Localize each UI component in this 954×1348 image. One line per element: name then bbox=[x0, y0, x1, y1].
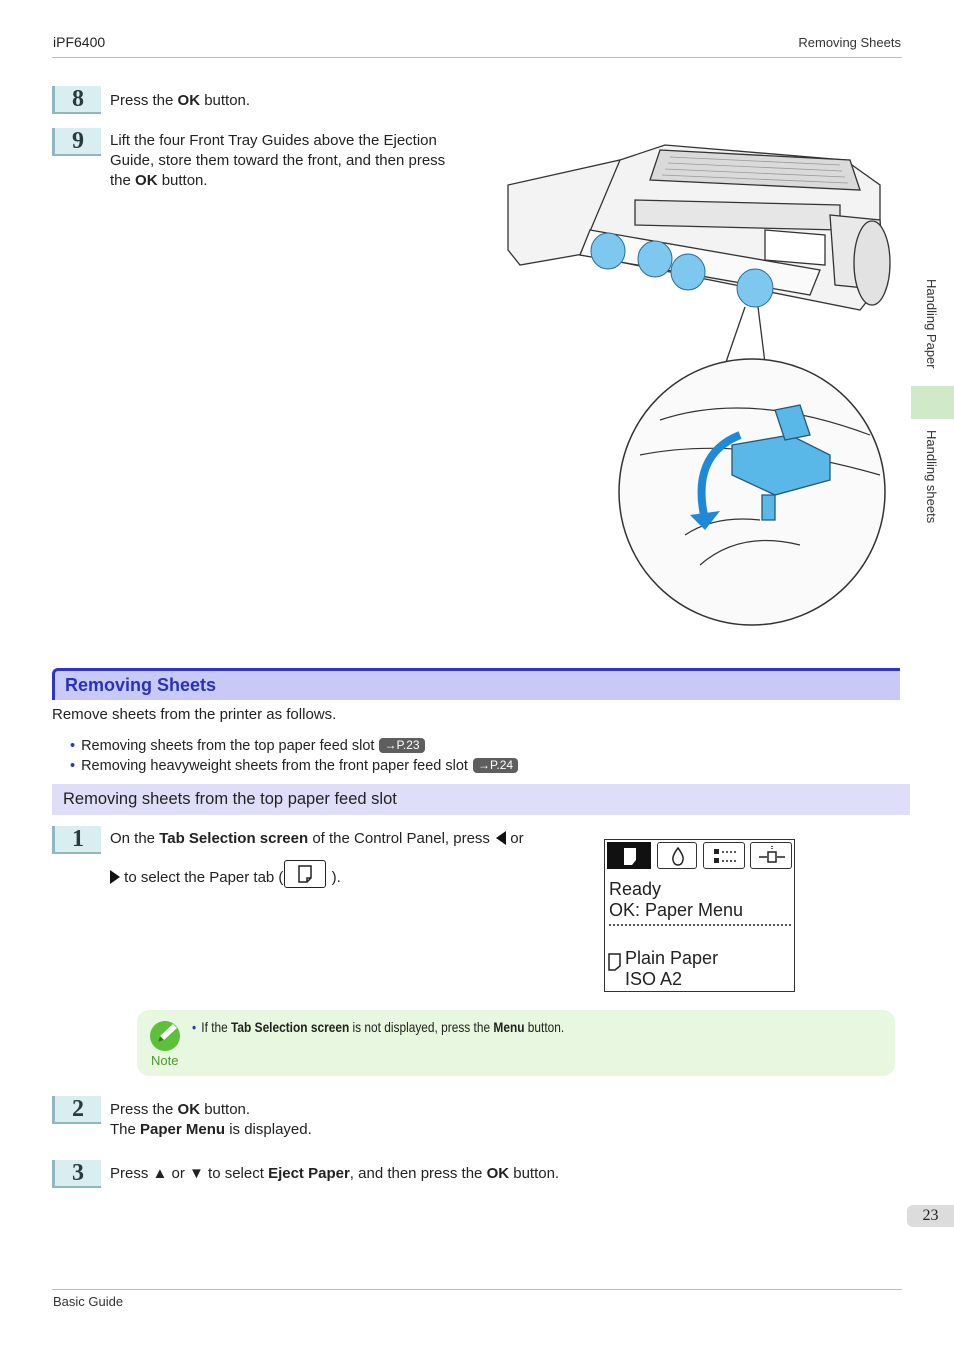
note-text: •If the Tab Selection screen is not disp… bbox=[192, 1019, 564, 1035]
section-title: Removing Sheets bbox=[65, 675, 217, 695]
panel-ok-hint: OK: Paper Menu bbox=[609, 900, 744, 920]
sidebar-chapter[interactable]: Handling Paper bbox=[924, 279, 939, 369]
note-pencil-icon bbox=[149, 1018, 185, 1059]
bullet-dot-icon: • bbox=[192, 1019, 197, 1035]
note-menu: Menu bbox=[493, 1019, 525, 1035]
bullet-text: Removing sheets from the top paper feed … bbox=[81, 738, 375, 754]
step-9-line-3-a: the bbox=[110, 172, 136, 189]
adjust-icon[interactable] bbox=[750, 842, 792, 869]
step-2-ok: OK bbox=[177, 1101, 201, 1118]
bullet-item: • Removing sheets from the top paper feed… bbox=[70, 738, 425, 754]
subsection-title: Removing sheets from the top paper feed … bbox=[63, 790, 397, 808]
panel-media-type: Plain Paper bbox=[625, 948, 719, 968]
step-9-text: Lift the four Front Tray Guides above th… bbox=[110, 131, 490, 191]
footer-divider bbox=[52, 1289, 902, 1290]
settings-list-icon[interactable] bbox=[703, 842, 745, 869]
step-1-text-f: ). bbox=[327, 869, 341, 886]
step-2-paper-menu: Paper Menu bbox=[140, 1121, 226, 1138]
step-1-text-a: On the bbox=[110, 830, 160, 847]
step-2-l2a: The bbox=[110, 1121, 141, 1138]
note-box bbox=[137, 1010, 895, 1076]
bullet-item: • Removing heavyweight sheets from the fr… bbox=[70, 758, 519, 774]
subsection-heading-bar bbox=[52, 784, 910, 815]
step-2-l1c: button. bbox=[200, 1101, 251, 1118]
step-1-text-d: or bbox=[506, 830, 524, 847]
step-3-text-a: Press ▲ or ▼ to select bbox=[110, 1165, 269, 1182]
section-heading-bar bbox=[52, 668, 900, 700]
step-3-text: Press ▲ or ▼ to select Eject Paper, and … bbox=[110, 1164, 559, 1184]
step-1-number: 1 bbox=[52, 826, 101, 854]
step-3-text-c: , and then press the bbox=[349, 1165, 487, 1182]
sidebar-topic[interactable]: Handling sheets bbox=[924, 430, 939, 524]
step-8-text-b: button. bbox=[200, 92, 251, 109]
step-8-number: 8 bbox=[52, 86, 101, 114]
paper-tab-icon bbox=[284, 860, 327, 888]
note-text-a: If the bbox=[201, 1019, 232, 1035]
sidebar-current-marker bbox=[911, 386, 954, 419]
panel-paper-size: ISO A2 bbox=[625, 969, 683, 989]
left-arrow-icon bbox=[496, 831, 507, 845]
step-9-line-3-b: button. bbox=[157, 172, 208, 189]
step-1-text-c: of the Control Panel, press bbox=[308, 830, 495, 847]
panel-divider bbox=[609, 924, 791, 926]
page-number: 23 bbox=[907, 1205, 954, 1227]
ink-drop-icon[interactable] bbox=[657, 842, 697, 869]
step-3-number: 3 bbox=[52, 1160, 101, 1188]
step-1-tab-selection: Tab Selection screen bbox=[159, 830, 309, 847]
step-8-text: Press the OK button. bbox=[110, 91, 250, 111]
step-9-line-2: Guide, store them toward the front, and … bbox=[110, 152, 446, 169]
step-2-number: 2 bbox=[52, 1096, 101, 1124]
bullet-text: Removing heavyweight sheets from the fro… bbox=[81, 758, 468, 774]
step-9-number: 9 bbox=[52, 128, 101, 156]
step-1-line-2: to select the Paper tab ( ). bbox=[110, 860, 341, 888]
header-divider bbox=[52, 57, 902, 58]
step-2-text: Press the OK button. The Paper Menu is d… bbox=[110, 1100, 312, 1140]
step-9-line-1: Lift the four Front Tray Guides above th… bbox=[110, 132, 437, 149]
step-1-text-e: to select the Paper tab ( bbox=[120, 869, 284, 886]
note-tab-selection: Tab Selection screen bbox=[231, 1019, 350, 1035]
step-8-ok: OK bbox=[177, 92, 201, 109]
panel-status: Ready bbox=[609, 879, 662, 899]
paper-sheet-icon bbox=[607, 952, 623, 977]
note-text-c: is not displayed, press the bbox=[349, 1019, 494, 1035]
page-ref-link[interactable]: →P.23 bbox=[379, 738, 425, 753]
step-1-line-1: On the Tab Selection screen of the Contr… bbox=[110, 829, 524, 849]
step-9-ok: OK bbox=[135, 172, 158, 189]
bullet-dot-icon: • bbox=[70, 738, 76, 754]
step-9-line-3: the OK button. bbox=[110, 171, 490, 191]
footer-guide-name: Basic Guide bbox=[53, 1294, 124, 1309]
step-3-eject-paper: Eject Paper bbox=[268, 1165, 350, 1182]
page-ref-link[interactable]: →P.24 bbox=[472, 758, 519, 773]
section-intro: Remove sheets from the printer as follow… bbox=[52, 706, 337, 723]
note-text-e: button. bbox=[524, 1019, 565, 1035]
step-3-ok: OK bbox=[486, 1165, 510, 1182]
header-model: iPF6400 bbox=[53, 34, 106, 50]
step-2-l1a: Press the bbox=[110, 1101, 178, 1118]
paper-tab-icon[interactable] bbox=[607, 842, 651, 869]
step-2-line-2: The Paper Menu is displayed. bbox=[110, 1120, 312, 1140]
step-2-line-1: Press the OK button. bbox=[110, 1100, 312, 1120]
step-8-text-a: Press the bbox=[110, 92, 178, 109]
note-label: Note bbox=[151, 1053, 179, 1068]
control-panel-display: Ready OK: Paper Menu Plain Paper ISO A2 bbox=[604, 839, 795, 992]
printer-front-tray-guide-illustration bbox=[507, 144, 891, 626]
header-section: Removing Sheets bbox=[798, 35, 901, 50]
bullet-dot-icon: • bbox=[70, 758, 76, 774]
right-arrow-icon bbox=[110, 870, 120, 884]
step-2-l2c: is displayed. bbox=[225, 1121, 312, 1138]
step-3-text-e: button. bbox=[509, 1165, 560, 1182]
